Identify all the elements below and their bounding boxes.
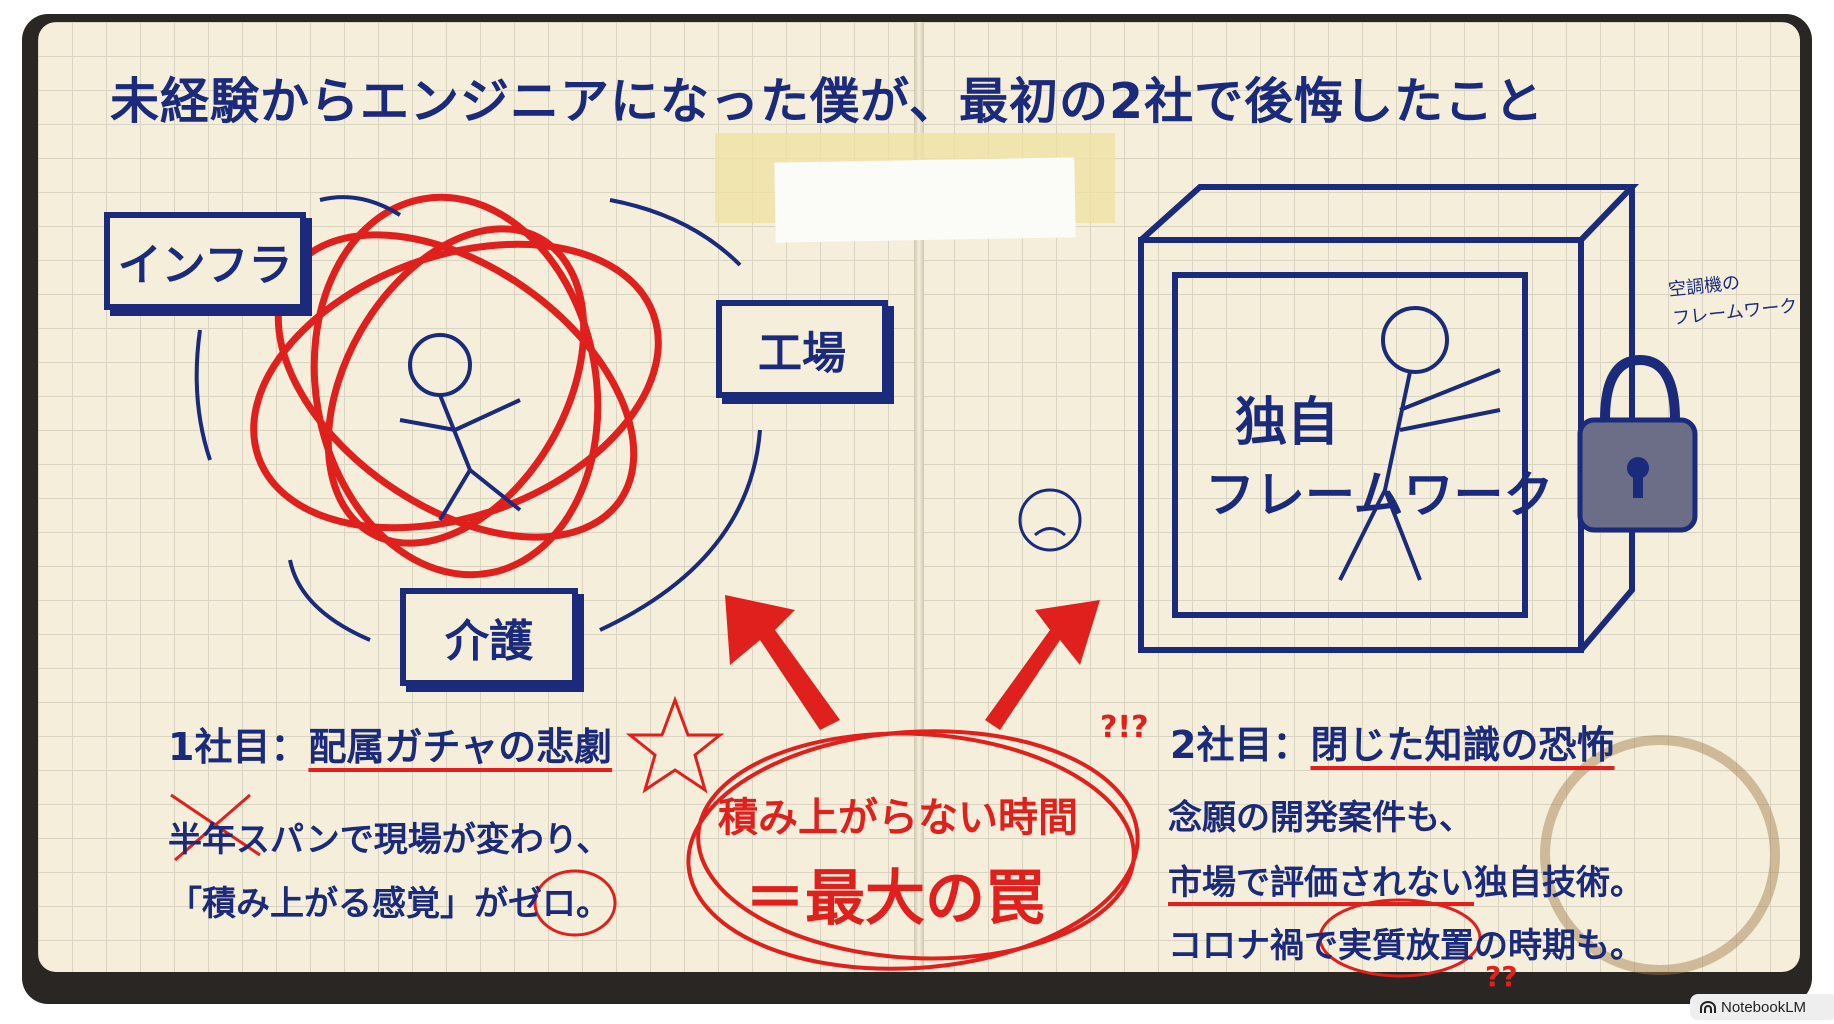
heading-text: 配属ガチャの悲劇	[308, 725, 613, 769]
center-ellipse	[686, 729, 1140, 971]
line-text: 「積み上がる感覚」が	[168, 884, 508, 924]
box-label-1: 独自	[1235, 393, 1340, 453]
right-page	[920, 22, 1800, 972]
page-title: 未経験からエンジニアになった僕が、最初の2社で後悔したこと	[110, 73, 1545, 130]
stick-figure-dizzy	[399, 333, 522, 522]
padlock-icon	[1577, 354, 1698, 533]
struck-text: 半年	[168, 820, 236, 860]
box-label-2: フレームワーク	[1205, 466, 1554, 524]
line-end: 。	[576, 884, 610, 924]
question-marks: ?!?	[1100, 710, 1149, 745]
notebook-spine	[914, 22, 924, 972]
cycle-arrows	[194, 195, 762, 642]
company-2-heading: 2社目：閉じた知識の恐怖	[1170, 714, 1614, 769]
node-care: 介護	[400, 588, 578, 686]
underlined-text: 市場で評価されない	[1168, 863, 1474, 903]
sad-face-icon	[1018, 488, 1082, 552]
line-text: の時期も。	[1474, 926, 1644, 966]
node-factory: 工場	[716, 300, 888, 398]
badge-label: NotebookLM	[1721, 998, 1807, 1016]
company-2-line-3: コロナ禍で実質放置の時期も。	[1168, 918, 1644, 967]
line-text: スパンで現場が変わり、	[236, 820, 611, 860]
stick-figure-pushing	[1338, 306, 1501, 581]
annotation-marks	[170, 695, 1482, 978]
red-arrows	[725, 595, 1100, 730]
heading-prefix: 2社目：	[1170, 723, 1311, 767]
center-line-2: ＝最大の罠	[745, 864, 1045, 934]
company-1-line-2: 「積み上がる感覚」がゼロ。	[168, 876, 610, 925]
center-line-1: 積み上がらない時間	[718, 795, 1078, 841]
company-1-line-1: 半年スパンで現場が変わり、	[168, 812, 610, 861]
circled-text: 実質放置	[1338, 926, 1474, 966]
company-1-heading: 1社目：配属ガチャの悲劇	[168, 716, 612, 771]
company-2-line-2: 市場で評価されない独自技術。	[1168, 855, 1644, 904]
red-swirl	[250, 193, 662, 579]
company-2-line-1: 念願の開発案件も、	[1168, 798, 1473, 838]
coffee-stain	[1540, 735, 1780, 975]
notebooklm-badge: NotebookLM	[1690, 994, 1834, 1020]
line-text: 独自技術。	[1474, 863, 1644, 903]
node-infra: インフラ	[104, 212, 306, 310]
framework-box	[1138, 184, 1640, 653]
line-text: コロナ禍で	[1168, 926, 1338, 966]
notebooklm-logo-icon	[1700, 1001, 1716, 1013]
circled-text: ゼロ	[508, 884, 576, 924]
question-marks-2: ??	[1485, 960, 1518, 993]
heading-prefix: 1社目：	[168, 725, 309, 769]
heading-text: 閉じた知識の恐怖	[1310, 723, 1615, 767]
